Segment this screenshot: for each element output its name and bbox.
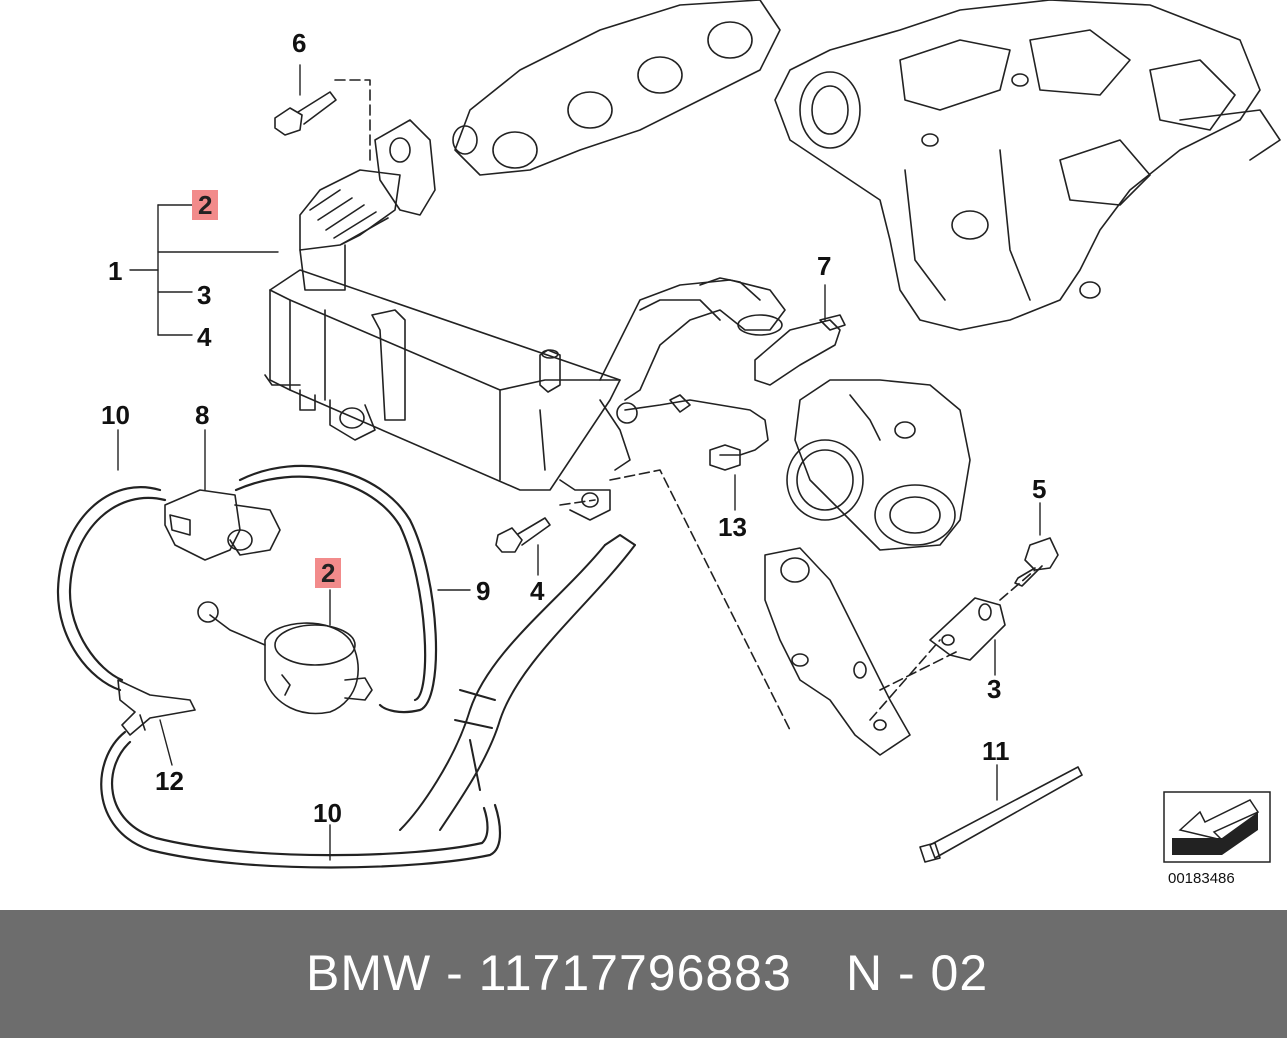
callout-3-group: 3 — [197, 280, 212, 310]
callout-2-mid: 2 — [315, 558, 342, 588]
callout-13: 13 — [718, 512, 747, 542]
cable-tie — [919, 766, 1083, 863]
leader-lines — [117, 64, 1041, 861]
vacuum-hose-10-top — [56, 486, 167, 692]
parts-diagram — [56, 0, 1281, 869]
callout-8: 8 — [195, 400, 210, 430]
callout-11: 11 — [982, 736, 1010, 766]
small-bracket — [929, 597, 1006, 661]
solenoid-valve — [164, 489, 281, 561]
callout-1: 1 — [108, 256, 123, 286]
callout-2-top: 2 — [192, 190, 219, 220]
footer-part-number: BMW - 11717796883 — [306, 945, 792, 1001]
vacuum-hose-9 — [234, 464, 438, 714]
breather-hose — [399, 534, 636, 831]
callout-3-bracket: 3 — [987, 674, 1002, 704]
mounting-bracket — [764, 547, 911, 756]
vacuum-hose-10-bottom — [100, 730, 502, 869]
t-connector — [117, 679, 196, 736]
bolt-4 — [495, 517, 551, 553]
callout-4-bolt: 4 — [530, 576, 545, 606]
callout-4-group: 4 — [197, 322, 212, 352]
bolt-6 — [274, 91, 337, 136]
callout-5: 5 — [1032, 474, 1047, 504]
callout-10-bottom: 10 — [313, 798, 342, 828]
callout-7: 7 — [817, 251, 832, 281]
diagram-code: 00183486 — [1168, 870, 1235, 887]
hose-clamp — [754, 314, 846, 386]
callout-10-top: 10 — [101, 400, 130, 430]
callout-9: 9 — [476, 576, 491, 606]
exhaust-manifold — [452, 0, 781, 176]
egr-cooler — [264, 269, 638, 521]
footer-position: N - 02 — [846, 945, 989, 1001]
egr-pipe — [299, 119, 436, 291]
connection-pipe — [599, 277, 786, 401]
orientation-arrow-icon — [1163, 791, 1271, 863]
vacuum-actuator — [197, 601, 373, 715]
engine-block — [774, 0, 1281, 331]
callout-6: 6 — [292, 28, 307, 58]
callout-12: 12 — [155, 766, 184, 796]
bolt-5 — [1014, 537, 1059, 587]
egr-valve — [786, 379, 971, 551]
temperature-sensor — [624, 394, 769, 471]
assembly-lines — [334, 79, 1036, 731]
footer-bar: BMW - 11717796883 N - 02 — [0, 910, 1287, 1038]
